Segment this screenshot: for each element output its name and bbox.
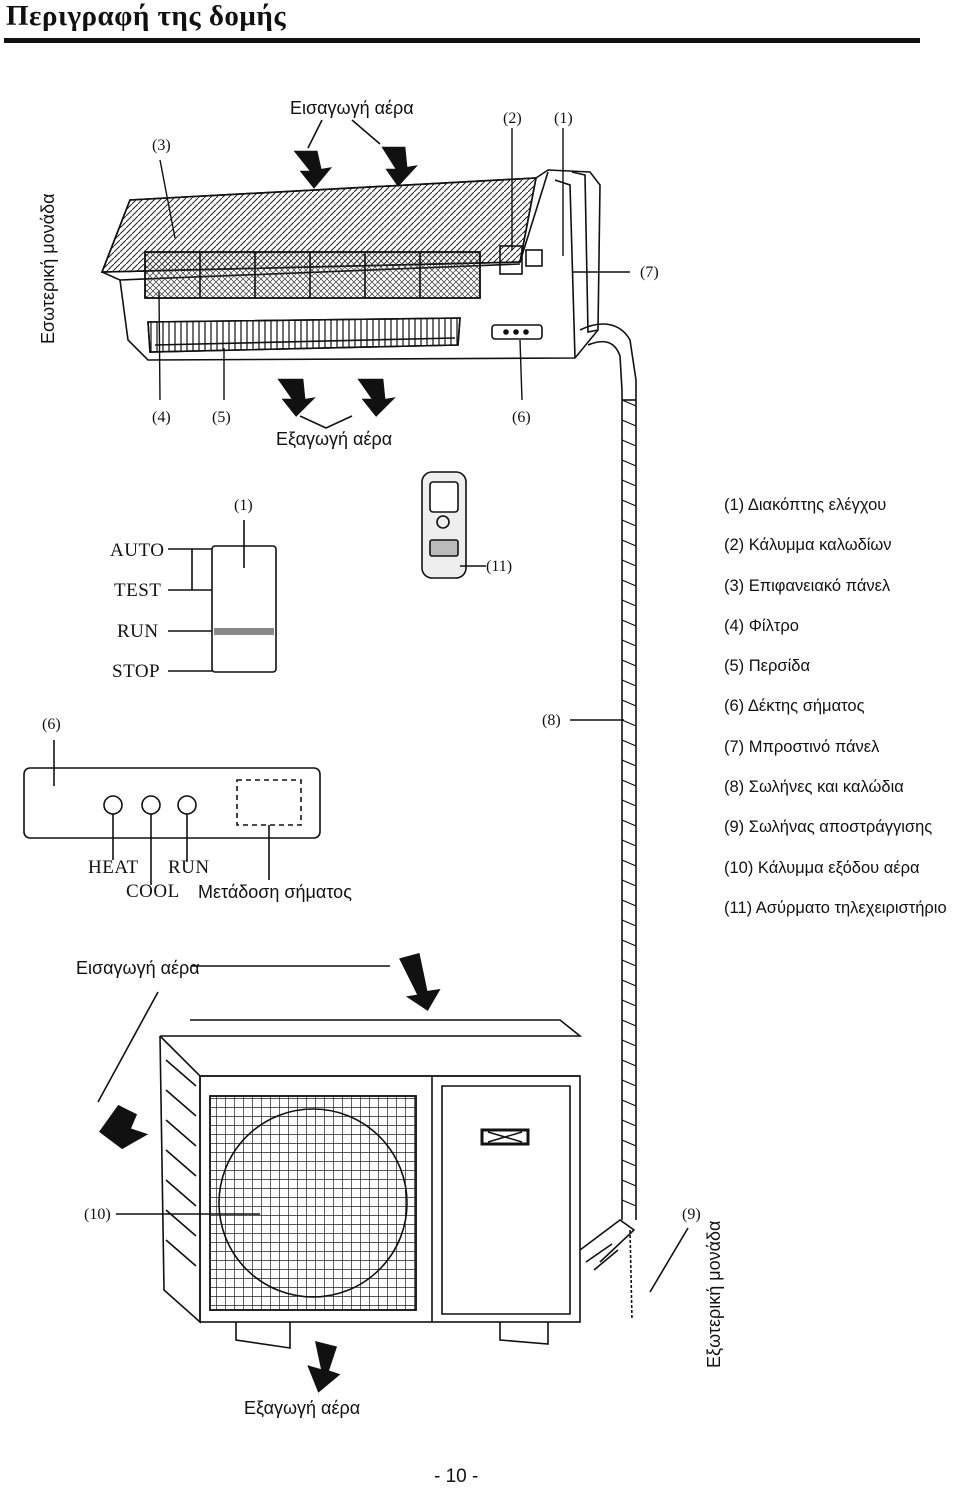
- legend-item: (1) Διακόπτης ελέγχου: [724, 496, 887, 514]
- pipe-rib: [621, 399, 637, 407]
- panel-label-signal: Μετάδοση σήματος: [198, 882, 352, 902]
- pipe-ribs: [621, 399, 637, 1207]
- callout-7: (7): [640, 264, 659, 281]
- indoor-air-intake-arrows: [290, 145, 423, 192]
- legend-item: (11) Ασύρματο τηλεχειριστήριο: [724, 898, 947, 917]
- pipe-rib: [621, 659, 637, 667]
- display-panel-drawing: [23, 740, 321, 885]
- pipe-rib: [621, 1119, 637, 1127]
- pipe-rib: [621, 1199, 637, 1207]
- pipe-rib: [621, 459, 637, 467]
- pipe-rib: [621, 899, 637, 907]
- page-number: - 10 -: [434, 1466, 479, 1487]
- pipe-rib: [621, 799, 637, 807]
- pipe-rib: [621, 419, 637, 427]
- pipe-rib: [621, 439, 637, 447]
- pipe-rib: [621, 939, 637, 947]
- pipe-rib: [621, 599, 637, 607]
- switch-callout-1: (1): [234, 497, 253, 514]
- pipe-rib: [621, 759, 637, 767]
- title-divider: [4, 38, 920, 43]
- callout-6: (6): [512, 409, 531, 426]
- pipe-rib: [621, 479, 637, 487]
- pipe-rib: [621, 499, 637, 507]
- callout-3: (3): [152, 137, 171, 154]
- outdoor-unit-vertical-label: Εξωτερική μονάδα: [704, 1220, 724, 1368]
- switch-label-stop: STOP: [112, 661, 161, 682]
- outdoor-callout-9: (9): [682, 1206, 701, 1223]
- pipe-rib: [621, 879, 637, 887]
- pipe-rib: [621, 519, 637, 527]
- outdoor-air-outlet-arrow: [304, 1338, 344, 1396]
- switch-label-auto: AUTO: [110, 540, 165, 561]
- pipe-rib: [621, 1099, 637, 1107]
- parts-legend: (1) Διακόπτης ελέγχου (2) Κάλυμμα καλωδί…: [724, 494, 947, 937]
- panel-label-run: RUN: [168, 857, 210, 878]
- callout-1: (1): [554, 110, 573, 127]
- panel-label-cool: COOL: [126, 881, 180, 902]
- panel-label-heat: HEAT: [88, 857, 139, 878]
- indoor-air-outlet-label: Εξαγωγή αέρα: [276, 429, 393, 449]
- pipe-rib: [621, 839, 637, 847]
- pipe-rib: [621, 539, 637, 547]
- callout-4: (4): [152, 409, 171, 426]
- pipe-rib: [621, 999, 637, 1007]
- pipe-rib: [621, 919, 637, 927]
- pipe-rib: [621, 779, 637, 787]
- legend-item: (10) Κάλυμμα εξόδου αέρα: [724, 858, 920, 877]
- pipe-rib: [621, 639, 637, 647]
- remote-drawing: [421, 471, 486, 579]
- outdoor-callout-10: (10): [84, 1206, 111, 1223]
- pipe-rib: [621, 619, 637, 627]
- page-title: Περιγραφή της δομής: [6, 0, 287, 32]
- indoor-unit-drawing: [100, 119, 601, 429]
- legend-item: (5) Περσίδα: [724, 657, 810, 676]
- legend-item: (7) Μπροστινό πάνελ: [724, 737, 880, 756]
- control-switch-drawing: [168, 520, 277, 673]
- pipe-rib: [621, 859, 637, 867]
- pipe-rib: [621, 959, 637, 967]
- switch-label-run: RUN: [117, 621, 159, 642]
- pipe-rib: [621, 579, 637, 587]
- outdoor-air-outlet-label: Εξαγωγή αέρα: [244, 1398, 361, 1418]
- switch-label-test: TEST: [114, 580, 162, 601]
- pipe-rib: [621, 739, 637, 747]
- pipe-rib: [621, 1019, 637, 1027]
- pipe-rib: [621, 819, 637, 827]
- pipe-rib: [621, 679, 637, 687]
- pipe-rib: [621, 699, 637, 707]
- pipe-rib: [621, 979, 637, 987]
- legend-item: (4) Φίλτρο: [724, 616, 799, 635]
- pipe-rib: [621, 559, 637, 567]
- panel-callout-6: (6): [42, 716, 61, 733]
- piping-drawing: [579, 323, 637, 1220]
- indoor-air-intake-label: Εισαγωγή αέρα: [290, 98, 414, 118]
- pipe-rib: [621, 1139, 637, 1147]
- pipe-rib: [621, 1179, 637, 1187]
- pipe-rib: [621, 1159, 637, 1167]
- piping-callout-8: (8): [542, 712, 561, 729]
- pipe-rib: [621, 719, 637, 727]
- outdoor-air-intake-arrows: [96, 951, 444, 1151]
- pipe-rib: [621, 1079, 637, 1087]
- indoor-air-outlet-arrows: [274, 377, 401, 420]
- legend-item: (9) Σωλήνας αποστράγγισης: [724, 818, 933, 837]
- legend-item: (8) Σωλήνες και καλώδια: [724, 778, 904, 797]
- indoor-unit-vertical-label: Εσωτερική μονάδα: [38, 193, 58, 344]
- callout-5: (5): [212, 409, 231, 426]
- indoor-callout-leaders: [158, 128, 630, 401]
- legend-item: (2) Κάλυμμα καλωδίων: [724, 536, 892, 555]
- outdoor-unit-drawing: [96, 951, 689, 1396]
- callout-2: (2): [503, 110, 522, 127]
- outdoor-air-intake-label: Εισαγωγή αέρα: [76, 958, 200, 978]
- pipe-rib: [621, 1059, 637, 1067]
- legend-item: (3) Επιφανειακό πάνελ: [724, 576, 891, 595]
- legend-item: (6) Δέκτης σήματος: [724, 697, 865, 716]
- remote-callout-11: (11): [486, 558, 513, 575]
- pipe-rib: [621, 1039, 637, 1047]
